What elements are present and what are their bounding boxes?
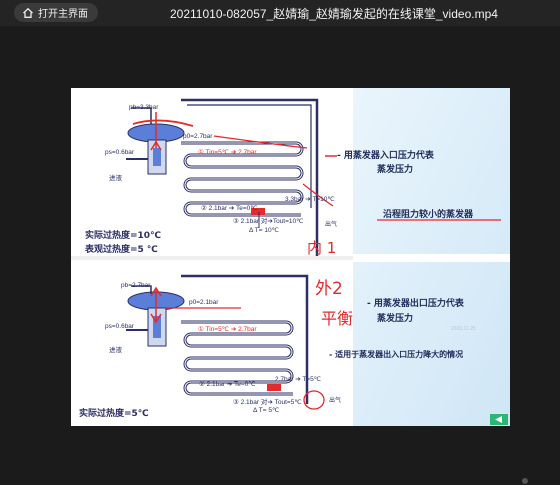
- top-pb-label: pb=3.3bar: [129, 104, 159, 111]
- top-liquid-in-label: 进液: [109, 173, 123, 182]
- bottom-annotation-line2: 蒸发压力: [377, 312, 413, 324]
- expansion-valve-diagram: pb=3.3bar p0=2.7bar ps=0.6bar 进液 ① Tin=5…: [71, 88, 510, 426]
- home-icon: [23, 7, 33, 18]
- top-annotation-line2: 蒸发压力: [377, 163, 413, 175]
- bottom-tin-label: ① Tin=5℃ ➔ 2.7bar: [198, 325, 257, 333]
- bottom-pb-label: pb=2.7bar: [121, 282, 151, 289]
- top-diagram: pb=3.3bar p0=2.7bar ps=0.6bar 进液 ① Tin=5…: [84, 98, 501, 257]
- bottom-mid-label: ② 2.1bar ➔ Te=0℃: [199, 380, 256, 388]
- bottom-p0-label: p0=2.1bar: [189, 299, 219, 306]
- corner-indicator: [522, 478, 528, 484]
- bottom-delta-label: Δ T= 5℃: [253, 407, 280, 414]
- top-annotation-evaporator: 沿程阻力较小的蒸发器: [383, 208, 474, 220]
- top-outlet-label: 出气: [325, 220, 337, 228]
- top-tin-label: ① Tin=5℃ ➔ 2.7bar: [198, 148, 257, 156]
- top-actual-superheat: 实际过热度=10℃: [85, 229, 161, 241]
- top-handwritten-note: 内 1: [307, 239, 336, 257]
- video-title: 20211010-082057_赵婧瑜_赵婧瑜发起的在线课堂_video.mp4: [170, 7, 498, 21]
- bottom-handwritten-note-1: 外2: [315, 279, 343, 299]
- bottom-diagram: pb=2.7bar p0=2.1bar ps=0.6bar 进液 ① Tin=5…: [79, 274, 476, 419]
- bottom-bottom-label: ③ 2.1bar 对➔ Tout=5℃: [233, 397, 302, 406]
- bottom-handwritten-note-2: 平衡: [321, 309, 353, 328]
- bottom-faint-date: 2020.11.25: [451, 326, 476, 332]
- open-main-window-button[interactable]: 打开主界面: [14, 3, 98, 22]
- bottom-annotation-line1: - 用蒸发器出口压力代表: [367, 297, 465, 309]
- play-arrow-icon: [495, 416, 502, 423]
- lecture-slide: pb=3.3bar p0=2.7bar ps=0.6bar 进液 ① Tin=5…: [71, 88, 510, 426]
- next-slide-button[interactable]: [490, 414, 508, 425]
- top-mid-label: ② 2.1bar ➔ Te=0℃: [201, 204, 258, 212]
- bottom-outlet-label: 出气: [329, 396, 341, 404]
- top-delta-label: Δ T= 10℃: [249, 227, 280, 234]
- top-ps-label: ps=0.6bar: [105, 149, 135, 156]
- top-annotation-line1: - 用蒸发器入口压力代表: [337, 149, 435, 161]
- open-main-window-label: 打开主界面: [38, 9, 88, 20]
- slide-divider: [353, 254, 510, 262]
- top-bottom-label: ③ 2.1bar 对➔Tout=10℃: [233, 216, 304, 225]
- top-right-label: 3.3bar ➔ T=10℃: [285, 196, 335, 203]
- bottom-right-label: 2.7bar ➔ T=5℃: [275, 376, 322, 383]
- bottom-ps-label: ps=0.6bar: [105, 323, 135, 330]
- bottom-annotation-applicability: - 适用于蒸发器出入口压力降大的情况: [329, 349, 463, 359]
- top-p0-label: p0=2.7bar: [183, 133, 213, 140]
- bottom-actual-superheat: 实际过热度=5℃: [79, 407, 149, 419]
- title-bar: 打开主界面 20211010-082057_赵婧瑜_赵婧瑜发起的在线课堂_vid…: [0, 0, 560, 26]
- bottom-liquid-in-label: 进液: [109, 345, 123, 354]
- top-apparent-superheat: 表观过热度=5 ℃: [84, 243, 158, 255]
